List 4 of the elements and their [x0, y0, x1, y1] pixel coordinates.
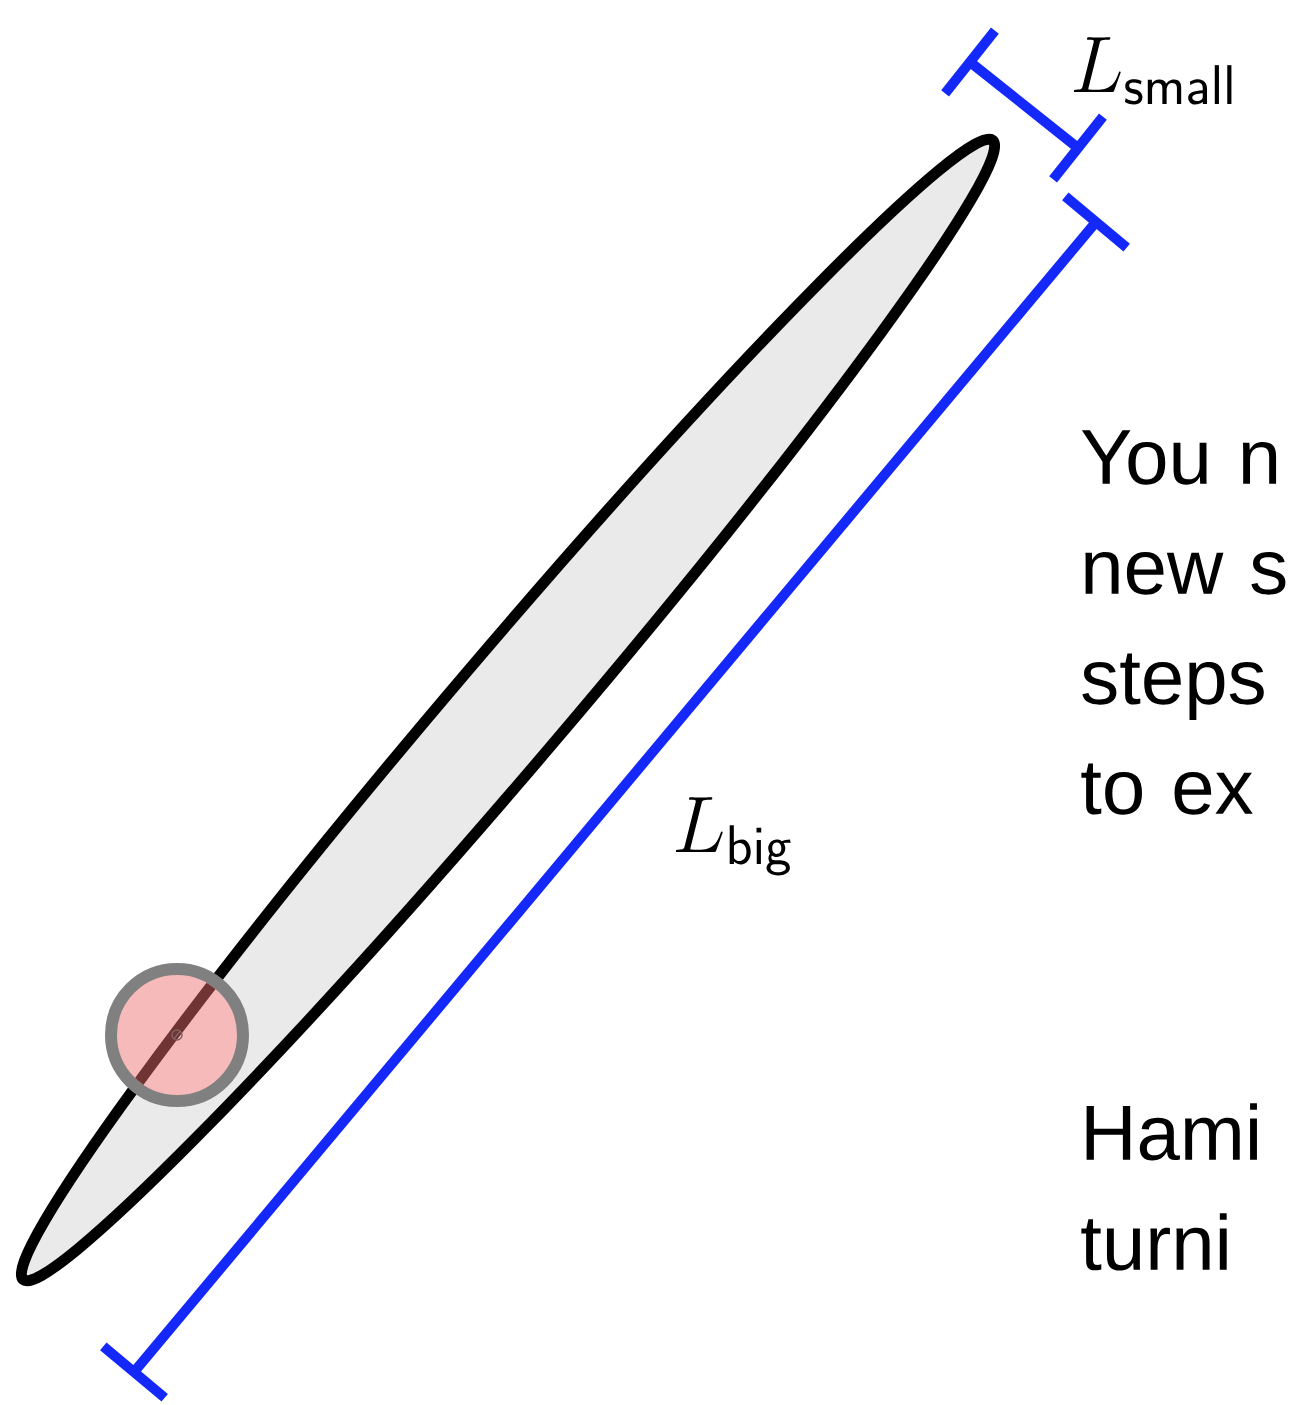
dimension-label: $L_{\mathsf{small}}$: [1073, 37, 1232, 105]
body-text: You n new s steps to ex: [1081, 430, 1286, 815]
dimension-label: $L_{\mathsf{big}}$: [675, 797, 791, 876]
body-text: Hami turni: [1081, 1103, 1257, 1271]
